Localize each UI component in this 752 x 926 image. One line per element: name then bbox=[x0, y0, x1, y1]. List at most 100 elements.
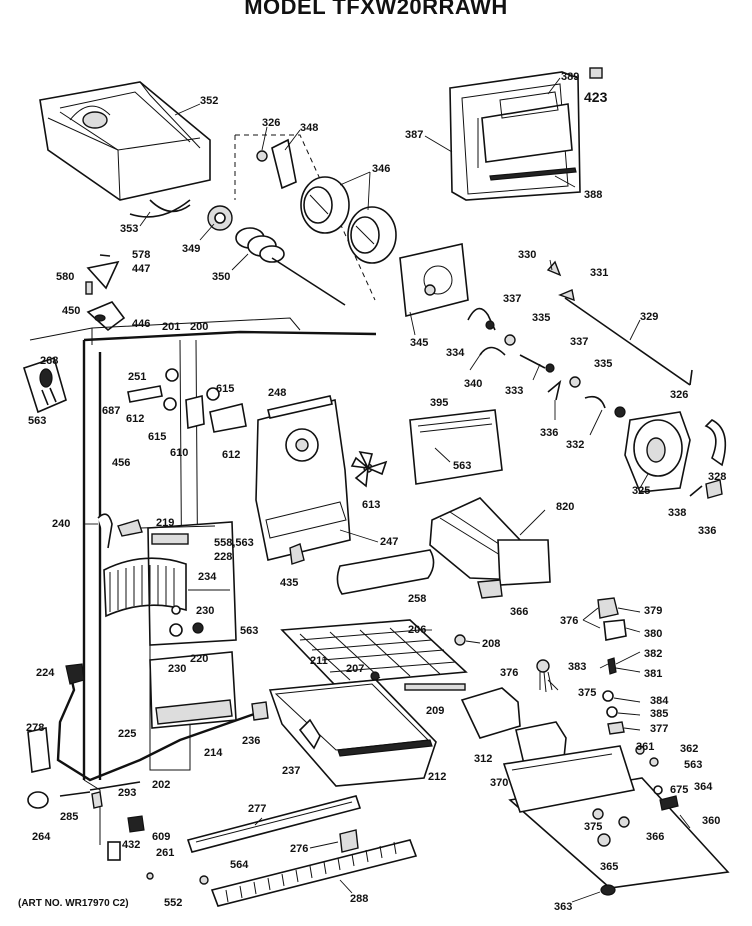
bracket-447 bbox=[86, 260, 120, 290]
label-366a: 366 bbox=[510, 606, 528, 618]
clip-208 bbox=[454, 634, 466, 646]
label-334: 334 bbox=[446, 347, 465, 359]
label-387: 387 bbox=[405, 129, 423, 141]
clip-207 bbox=[370, 671, 380, 681]
bracket-446 bbox=[86, 301, 126, 332]
label-261: 261 bbox=[156, 847, 174, 859]
label-376a: 376 bbox=[560, 615, 578, 627]
label-200: 200 bbox=[190, 321, 208, 333]
label-612a: 612 bbox=[126, 413, 144, 425]
label-558: 558,563 bbox=[214, 537, 254, 549]
label-564: 564 bbox=[230, 859, 249, 871]
foot-363 bbox=[600, 884, 616, 896]
label-330: 330 bbox=[518, 249, 536, 261]
label-375b: 375 bbox=[584, 821, 602, 833]
label-389: 389 bbox=[561, 71, 579, 83]
label-375: 375 bbox=[578, 687, 596, 699]
clip-361 bbox=[635, 745, 645, 755]
linkage-parts bbox=[467, 307, 626, 418]
leader-lines bbox=[83, 77, 691, 903]
label-258: 258 bbox=[408, 593, 426, 605]
cover-312 bbox=[460, 687, 521, 739]
label-578: 578 bbox=[132, 249, 150, 261]
clip-236 bbox=[251, 701, 269, 721]
label-337b: 337 bbox=[570, 336, 588, 348]
label-337a: 337 bbox=[503, 293, 521, 305]
auger-350 bbox=[235, 227, 346, 306]
label-349: 349 bbox=[182, 243, 200, 255]
fan-housing-247 bbox=[255, 395, 351, 561]
cap-385 bbox=[606, 706, 618, 718]
label-336a: 336 bbox=[540, 427, 558, 439]
label-248: 248 bbox=[268, 387, 286, 399]
label-383: 383 bbox=[568, 661, 586, 673]
model-title: MODEL TFXW20RRAWH bbox=[244, 0, 508, 19]
bracket-612b bbox=[209, 403, 247, 433]
switch-610 bbox=[185, 394, 205, 430]
label-377: 377 bbox=[650, 723, 668, 735]
pan-211 bbox=[268, 679, 437, 787]
wires-376 bbox=[536, 659, 553, 693]
label-209: 209 bbox=[426, 705, 444, 717]
washer-326 bbox=[256, 150, 268, 162]
label-423: 423 bbox=[584, 89, 608, 105]
clip-362 bbox=[649, 757, 659, 767]
label-446: 446 bbox=[132, 318, 150, 330]
grommet-264 bbox=[27, 791, 49, 809]
label-220: 220 bbox=[190, 653, 208, 665]
crusher-blades-346 bbox=[300, 176, 397, 264]
label-328: 328 bbox=[708, 471, 726, 483]
clip-432 bbox=[107, 841, 121, 861]
relay-379 bbox=[597, 597, 619, 619]
label-225: 225 bbox=[118, 728, 136, 740]
label-202: 202 bbox=[152, 779, 170, 791]
label-230a: 230 bbox=[196, 605, 214, 617]
label-563a: 563 bbox=[28, 415, 46, 427]
label-326b: 326 bbox=[670, 389, 688, 401]
label-362: 362 bbox=[680, 743, 698, 755]
label-326: 326 bbox=[262, 117, 280, 129]
label-338: 338 bbox=[668, 507, 686, 519]
label-288: 288 bbox=[350, 893, 368, 905]
screw-564 bbox=[199, 875, 209, 885]
cap-675 bbox=[653, 785, 663, 795]
label-276: 276 bbox=[290, 843, 308, 855]
art-number: (ART NO. WR17970 C2) bbox=[18, 898, 129, 909]
label-208: 208 bbox=[482, 638, 500, 650]
part-364 bbox=[659, 795, 679, 811]
bracket-278 bbox=[27, 727, 51, 773]
label-376b: 376 bbox=[500, 667, 518, 679]
screw-552 bbox=[146, 872, 154, 880]
label-456: 456 bbox=[112, 457, 130, 469]
label-340: 340 bbox=[464, 378, 482, 390]
label-384: 384 bbox=[650, 695, 669, 707]
label-675: 675 bbox=[670, 784, 688, 796]
clip-377 bbox=[607, 721, 625, 735]
label-333: 333 bbox=[505, 385, 523, 397]
motor-bracket-345 bbox=[399, 243, 469, 318]
switch-276 bbox=[339, 829, 359, 853]
label-381: 381 bbox=[644, 668, 662, 680]
label-346: 346 bbox=[372, 163, 390, 175]
label-447: 447 bbox=[132, 263, 150, 275]
label-293: 293 bbox=[118, 787, 136, 799]
label-264: 264 bbox=[32, 831, 51, 843]
label-352: 352 bbox=[200, 95, 218, 107]
clip-353 bbox=[129, 199, 191, 218]
label-395: 395 bbox=[430, 397, 448, 409]
label-563b: 563 bbox=[453, 460, 471, 472]
label-820: 820 bbox=[556, 501, 574, 513]
label-219: 219 bbox=[156, 517, 174, 529]
label-277: 277 bbox=[248, 803, 266, 815]
tube-224 bbox=[56, 671, 261, 782]
rail-277 bbox=[186, 795, 362, 853]
label-363: 363 bbox=[554, 901, 572, 913]
bracket-612a bbox=[127, 385, 163, 403]
part-381 bbox=[607, 657, 617, 675]
cover-395 bbox=[409, 409, 503, 485]
label-382: 382 bbox=[644, 648, 662, 660]
label-206: 206 bbox=[408, 624, 426, 636]
label-364: 364 bbox=[694, 781, 713, 793]
ice-bucket-352 bbox=[39, 81, 211, 213]
clip-237 bbox=[298, 718, 321, 750]
